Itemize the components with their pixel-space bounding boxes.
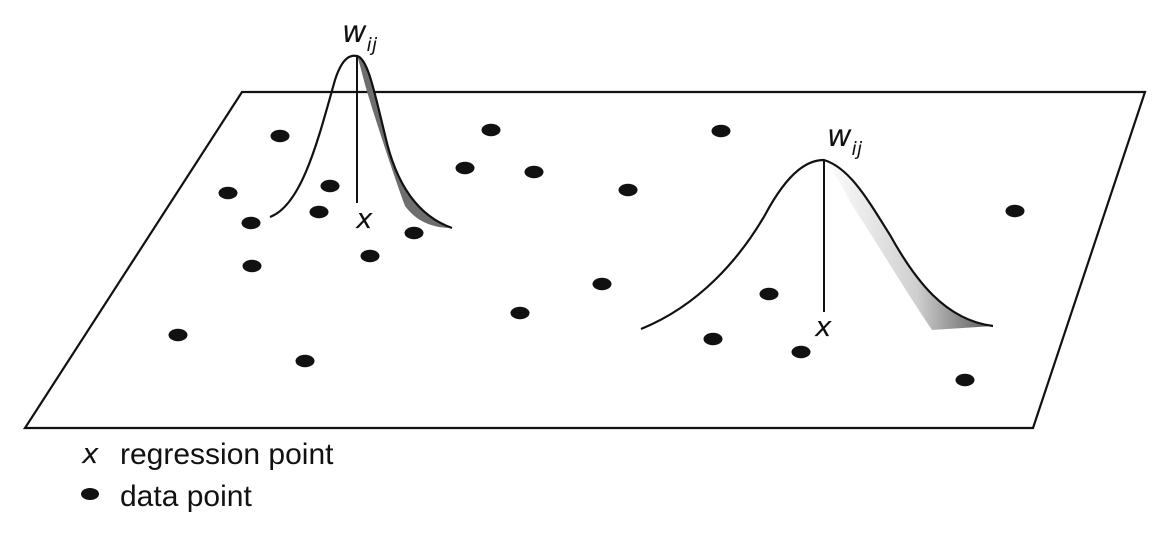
kernel-left-weight-label: wij <box>342 15 378 56</box>
kernel-left-shading <box>357 56 452 228</box>
data-point <box>218 186 238 200</box>
legend-data-point-dot <box>81 488 99 500</box>
data-point <box>309 205 329 219</box>
data-point <box>618 183 638 197</box>
data-point <box>404 226 424 240</box>
kernel-right: wij x <box>640 119 994 343</box>
kernel-right-shading <box>824 160 993 330</box>
data-point <box>759 287 779 301</box>
data-point <box>791 345 811 359</box>
data-point <box>168 328 188 342</box>
data-point <box>241 216 261 230</box>
data-point <box>481 123 501 137</box>
data-points <box>168 123 1025 387</box>
legend-regression-label: regression point <box>120 438 334 471</box>
data-point <box>295 354 315 368</box>
data-point <box>320 179 340 193</box>
legend-data-label: data point <box>120 480 252 513</box>
kernel-right-regression-point: x <box>814 310 832 343</box>
data-point <box>703 332 723 346</box>
data-point <box>711 124 731 138</box>
data-point <box>955 373 975 387</box>
data-point <box>592 277 612 291</box>
legend-regression-symbol: x <box>81 437 99 470</box>
kernel-left: wij x <box>269 15 453 235</box>
data-point <box>242 259 262 273</box>
kernel-right-weight-label: wij <box>827 119 863 160</box>
data-point <box>455 161 475 175</box>
legend: x regression point data point <box>81 437 334 513</box>
data-point <box>1005 204 1025 218</box>
data-point <box>270 129 290 143</box>
kernel-left-regression-point: x <box>355 202 373 235</box>
ground-plane <box>22 90 1147 430</box>
data-point <box>524 165 544 179</box>
data-point <box>510 306 530 320</box>
data-point <box>360 249 380 263</box>
